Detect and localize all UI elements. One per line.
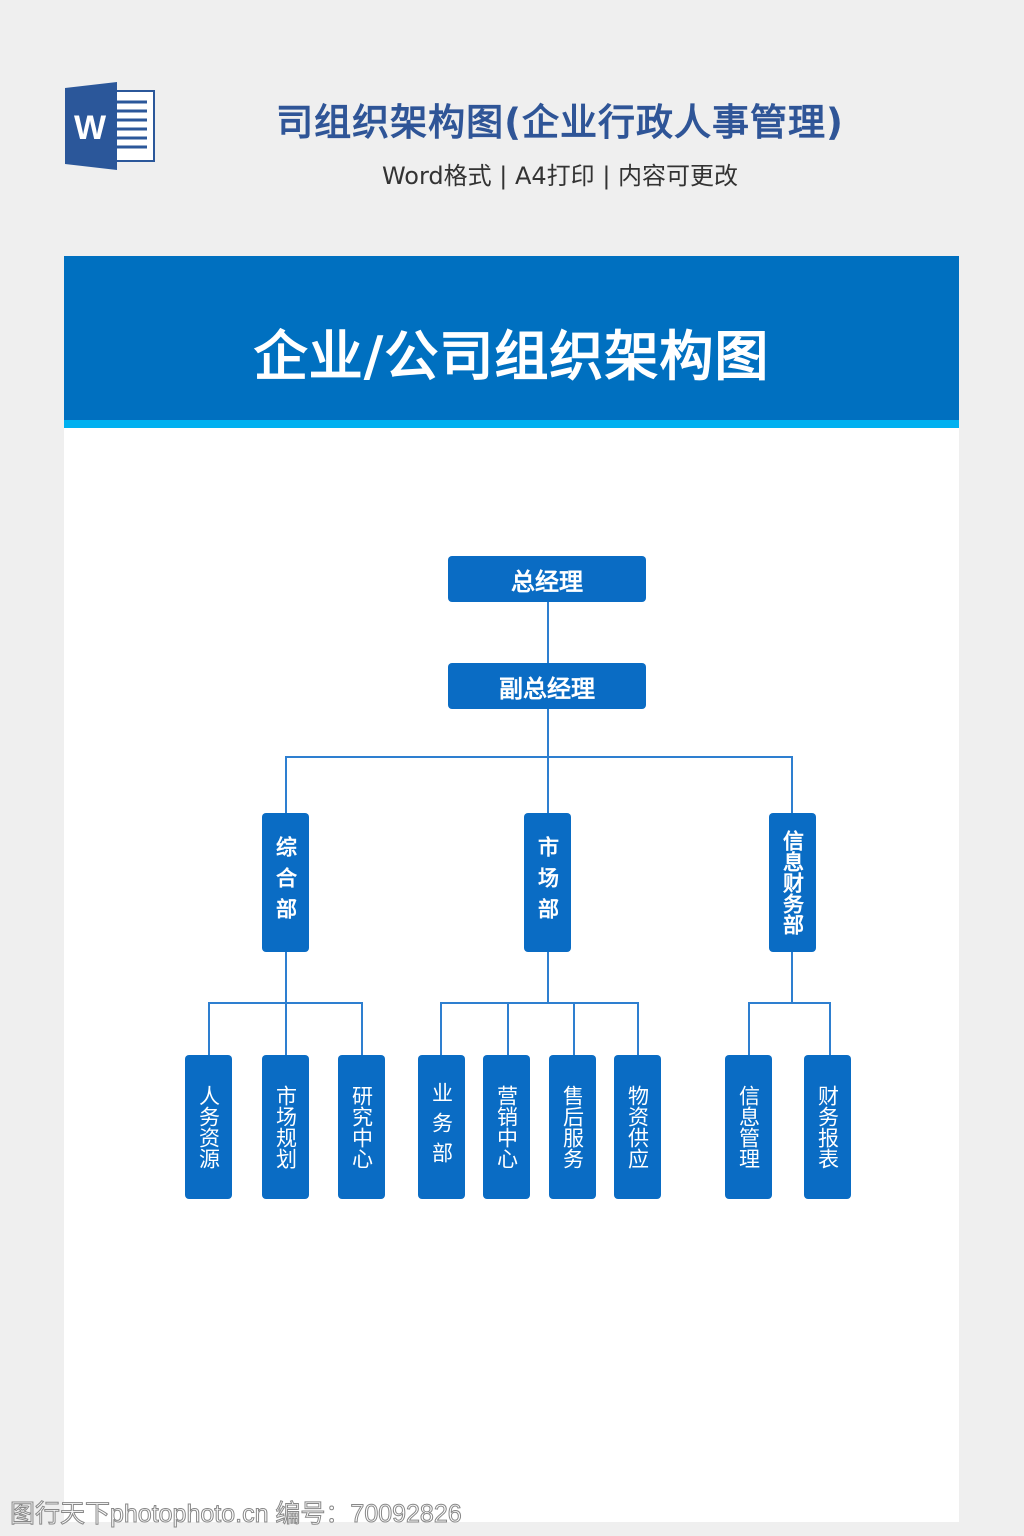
connector (791, 756, 793, 813)
connector (285, 756, 287, 813)
watermark: 图行天下photophoto.cn 编号：70092826 (10, 1500, 463, 1529)
word-logo-icon: W (65, 82, 155, 170)
document-subtitle: Word格式 | A4打印 | 内容可更改 (381, 162, 739, 190)
document-title: 司组织架构图(企业行政人事管理) (276, 101, 844, 144)
svg-text:W: W (74, 109, 107, 147)
connector (507, 1002, 509, 1055)
connector (637, 1002, 639, 1055)
org-node-department: 信息财务部 (769, 813, 816, 952)
org-node-unit: 财务报表 (804, 1055, 851, 1199)
org-node-unit: 营销中心 (483, 1055, 530, 1199)
banner: 企业/公司组织架构图 (64, 256, 959, 420)
connector (547, 602, 549, 1002)
org-node-unit: 业务部 (418, 1055, 465, 1199)
banner-title: 企业/公司组织架构图 (253, 324, 770, 388)
org-node-deputy-manager: 副总经理 (448, 663, 646, 709)
connector (573, 1002, 575, 1055)
connector (748, 1002, 830, 1004)
connector (440, 1002, 442, 1055)
org-node-unit: 市场规划 (262, 1055, 309, 1199)
connector (208, 1002, 362, 1004)
connector (829, 1002, 831, 1055)
org-node-unit: 信息管理 (725, 1055, 772, 1199)
org-node-general-manager: 总经理 (448, 556, 646, 602)
page (64, 428, 959, 1522)
connector (748, 1002, 750, 1055)
connector (361, 1002, 363, 1055)
connector (208, 1002, 210, 1055)
org-node-unit: 研究中心 (338, 1055, 385, 1199)
banner-stripe (64, 420, 959, 428)
org-node-department: 综合部 (262, 813, 309, 952)
connector (791, 952, 793, 1002)
connector (285, 952, 287, 1055)
org-node-unit: 售后服务 (549, 1055, 596, 1199)
org-node-department: 市场部 (524, 813, 571, 952)
org-node-unit: 物资供应 (614, 1055, 661, 1199)
connector (440, 1002, 638, 1004)
connector (286, 756, 792, 758)
org-node-unit: 人务资源 (185, 1055, 232, 1199)
